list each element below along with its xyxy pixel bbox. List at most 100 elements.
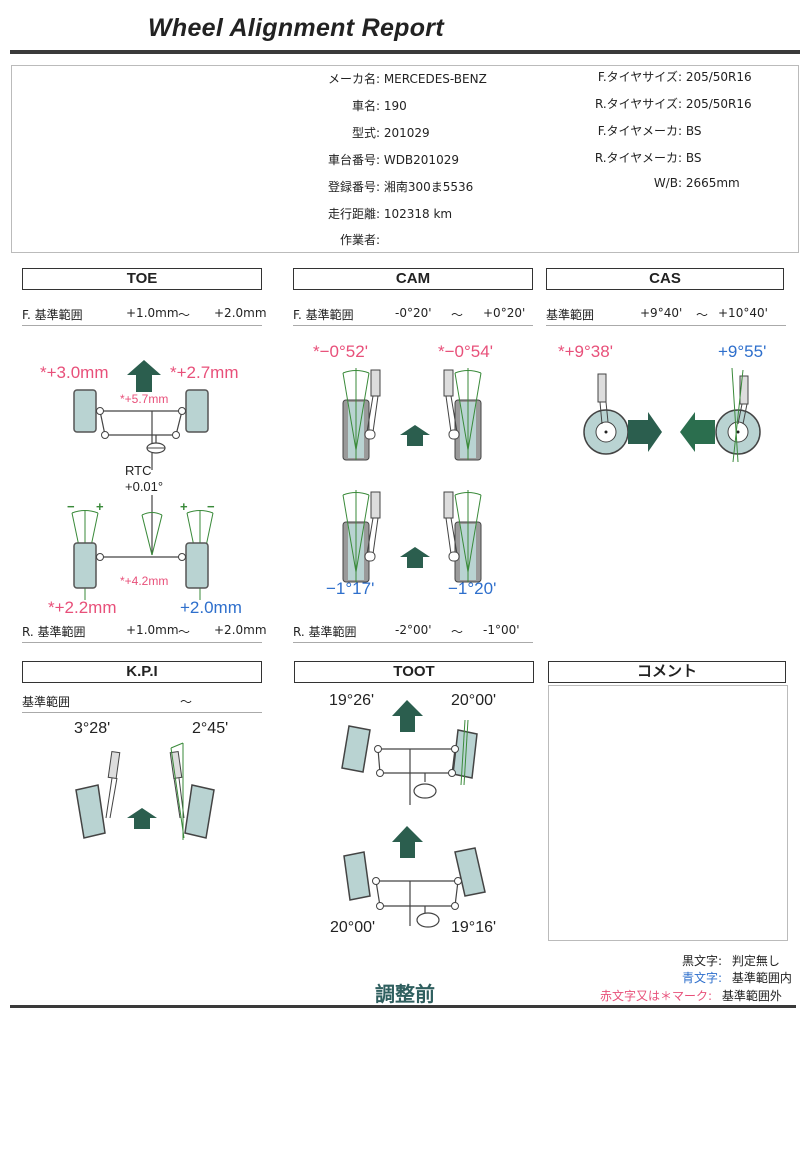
info-r-tire-size: R.タイヤサイズ: 205/50R16 — [594, 97, 752, 111]
kpi-right-value: 2°45' — [192, 720, 229, 737]
toot-top-diagram — [341, 700, 478, 805]
camber-range-divider — [293, 325, 533, 326]
toe-rl-plus: + — [96, 499, 104, 514]
caster-right-value: +9°55' — [718, 342, 767, 361]
caster-range: 基準範囲 +9°40' ～ +10°40' — [546, 306, 768, 322]
caster-left-value: *+9°38' — [558, 342, 613, 361]
legend-red: 赤文字又は＊マーク: 基準範囲外 — [600, 989, 782, 1003]
toe-front-diagram — [73, 360, 209, 470]
front-right-tire — [185, 389, 209, 433]
toe-front-right-value: *+2.7mm — [170, 363, 239, 382]
kpi-right-wheel — [169, 742, 215, 840]
toe-heading: TOE — [22, 268, 262, 290]
kpi-diagram — [75, 742, 215, 840]
toe-rear-range-divider — [22, 642, 262, 643]
camber-rear-left-value: −1°17' — [326, 579, 375, 598]
toe-rear-left-value: *+2.2mm — [48, 598, 117, 617]
camber-rear-diagram — [342, 490, 482, 583]
camber-rear-range-divider — [293, 642, 533, 643]
caster-right-wheel — [715, 367, 761, 463]
camber-front-range: F. 基準範囲 -0°20' ～ +0°20' — [293, 306, 526, 322]
info-r-tire-maker: R.タイヤメーカ: BS — [594, 151, 702, 165]
arrow-right-icon — [628, 412, 662, 452]
toe-front-total-value: *+5.7mm — [120, 392, 169, 406]
rtc-value: +0.01° — [125, 479, 164, 494]
toe-rr-minus: − — [207, 499, 215, 514]
toot-heading: TOOT — [294, 661, 534, 683]
camber-front-diagram — [342, 368, 482, 461]
front-left-tire — [73, 389, 97, 433]
forward-arrow-icon — [400, 547, 430, 568]
strut-icon — [443, 491, 460, 562]
toot-top-right-tire — [452, 729, 478, 779]
strut-icon — [364, 369, 381, 440]
vehicle-info-box: メーカ名: MERCEDES-BENZ 車名: 190 型式: 201029 車… — [11, 65, 799, 253]
camber-front-right-wheel — [443, 368, 482, 461]
toot-bottom-diagram — [343, 826, 486, 928]
toe-range-divider — [22, 325, 262, 326]
strut-icon — [443, 369, 460, 440]
camber-rear-right-wheel — [443, 490, 482, 583]
toot-bottom-right-tire — [454, 847, 486, 897]
forward-arrow-icon — [392, 700, 423, 732]
toot-bottom-left-value: 20°00' — [330, 919, 376, 936]
kpi-range-divider — [22, 712, 262, 713]
camber-rear-range: R. 基準範囲 -2°00' ～ -1°00' — [293, 623, 520, 639]
info-maker: メーカ名: MERCEDES-BENZ — [327, 72, 487, 86]
toot-top-left-tire — [341, 725, 371, 773]
toe-rear-right-value: +2.0mm — [180, 598, 242, 617]
rear-left-tire — [73, 542, 97, 589]
header-rule — [10, 50, 800, 54]
info-registration: 登録番号: 湘南300ま5536 — [327, 180, 474, 194]
report-title: Wheel Alignment Report — [148, 14, 444, 42]
info-wheelbase: W/B: 2665mm — [653, 176, 740, 190]
toe-front-left-value: *+3.0mm — [40, 363, 109, 382]
comment-box — [548, 685, 788, 941]
legend-black: 黒文字: 判定無し — [682, 954, 780, 968]
toot-bottom-left-tire — [343, 851, 371, 901]
legend-blue: 青文字: 基準範囲内 — [682, 971, 792, 985]
forward-arrow-icon — [127, 360, 161, 392]
kpi-left-value: 3°28' — [74, 720, 111, 737]
caster-heading: CAS — [546, 268, 784, 290]
camber-front-right-value: *−0°54' — [438, 342, 493, 361]
info-car-name: 車名: 190 — [351, 99, 407, 113]
stage-label: 調整前 — [375, 982, 435, 1006]
strut-icon — [364, 491, 381, 562]
camber-rear-right-value: −1°20' — [448, 579, 497, 598]
camber-front-left-value: *−0°52' — [313, 342, 368, 361]
info-model: 型式: 201029 — [351, 126, 430, 140]
arrow-left-icon — [680, 412, 715, 452]
toe-rear-total-value: *+4.2mm — [120, 574, 169, 588]
toe-front-range: F. 基準範囲 +1.0mm ～ +2.0mm — [22, 306, 267, 322]
footer-rule — [10, 1005, 796, 1008]
toot-top-left-value: 19°26' — [329, 692, 375, 709]
info-f-tire-maker: F.タイヤメーカ: BS — [597, 124, 702, 138]
toe-rear-diagram — [71, 495, 214, 600]
kpi-heading: K.P.I — [22, 661, 262, 683]
info-chassis: 車台番号: WDB201029 — [327, 153, 459, 167]
toot-bottom-right-value: 19°16' — [451, 919, 497, 936]
forward-arrow-icon — [392, 826, 423, 858]
camber-heading: CAM — [293, 268, 533, 290]
info-mileage: 走行距離: 102318 km — [327, 207, 453, 221]
kpi-left-wheel — [75, 751, 121, 839]
steering-wheel-icon — [416, 912, 440, 928]
caster-range-divider — [546, 325, 786, 326]
camber-rear-left-wheel — [342, 490, 381, 583]
steering-wheel-icon — [413, 783, 437, 799]
toe-rear-range: R. 基準範囲 +1.0mm ～ +2.0mm — [22, 623, 267, 639]
toot-top-right-value: 20°00' — [451, 692, 497, 709]
forward-arrow-icon — [127, 808, 157, 829]
caster-diagram — [583, 367, 761, 463]
rtc-label: RTC — [125, 463, 152, 478]
kpi-range: 基準範囲 ～ — [22, 695, 193, 709]
info-operator: 作業者: — [339, 233, 380, 247]
toe-rr-plus: + — [180, 499, 188, 514]
info-f-tire-size: F.タイヤサイズ: 205/50R16 — [597, 70, 752, 84]
camber-front-left-wheel — [342, 368, 381, 461]
caster-left-wheel — [583, 373, 629, 455]
toe-rl-minus: − — [67, 499, 75, 514]
rear-right-tire — [185, 542, 209, 589]
forward-arrow-icon — [400, 425, 430, 446]
